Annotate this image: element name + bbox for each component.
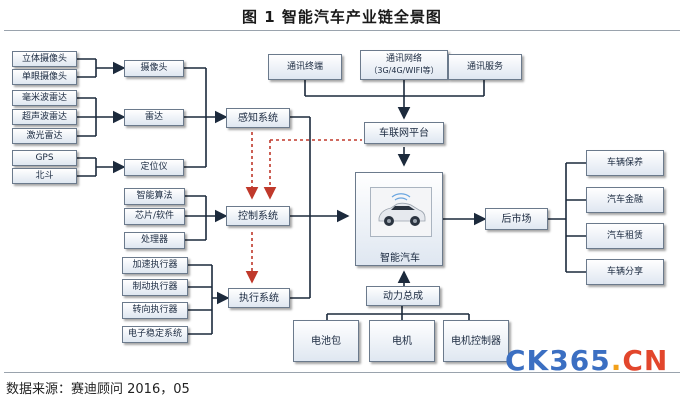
smart-car-box: 智能汽车 [355, 172, 443, 266]
title-divider [4, 30, 680, 31]
execution-system: 执行系统 [228, 288, 290, 308]
aftermarket-sharing: 车辆分享 [586, 259, 664, 285]
comm-network: 通讯网络 （3G/4G/WIFI等） [360, 50, 448, 80]
battery-pack-box: 电池包 [293, 320, 359, 362]
aftermarket-rental: 汽车租赁 [586, 223, 664, 249]
aftermarket-box: 后市场 [485, 208, 548, 230]
aftermarket-finance: 汽车金融 [586, 187, 664, 213]
iov-platform: 车联网平台 [364, 122, 444, 144]
comm-terminal: 通讯终端 [268, 54, 342, 80]
actuator-esc: 电子稳定系统 [122, 326, 188, 343]
actuator-acceleration: 加速执行器 [122, 257, 188, 274]
motor-controller-box: 电机控制器 [443, 320, 509, 362]
perception-system: 感知系统 [226, 108, 290, 128]
control-input-processor: 处理器 [124, 232, 185, 249]
motor-box: 电机 [369, 320, 435, 362]
sensor-stereo-camera: 立体摄像头 [12, 51, 77, 67]
data-source-note: 数据来源：赛迪顾问 2016，05 [6, 382, 190, 397]
powertrain-box: 动力总成 [366, 286, 440, 306]
control-input-algorithm: 智能算法 [124, 188, 185, 205]
camera-box: 摄像头 [124, 60, 184, 77]
sensor-lidar: 激光雷达 [12, 128, 77, 144]
site-watermark: CK365.CN [505, 344, 669, 377]
page-title: 图 1 智能汽车产业链全景图 [242, 8, 442, 26]
smart-car-label: 智能汽车 [380, 253, 420, 264]
aftermarket-maintenance: 车辆保养 [586, 150, 664, 176]
radar-box: 雷达 [124, 109, 184, 126]
sensor-ultrasonic-radar: 超声波雷达 [12, 109, 77, 125]
control-system: 控制系统 [226, 206, 290, 226]
footer-divider [4, 372, 680, 373]
actuator-braking: 制动执行器 [122, 279, 188, 296]
sensor-mmwave-radar: 毫米波雷达 [12, 90, 77, 106]
car-icon [371, 188, 431, 236]
actuator-steering: 转向执行器 [122, 302, 188, 319]
sensor-beidou: 北斗 [12, 168, 77, 184]
comm-service: 通讯服务 [448, 54, 522, 80]
positioning-box: 定位仪 [124, 159, 184, 176]
control-input-chip-software: 芯片/软件 [124, 208, 185, 225]
car-image [370, 187, 432, 237]
sensor-mono-camera: 单眼摄像头 [12, 69, 77, 85]
sensor-gps: GPS [12, 150, 77, 166]
